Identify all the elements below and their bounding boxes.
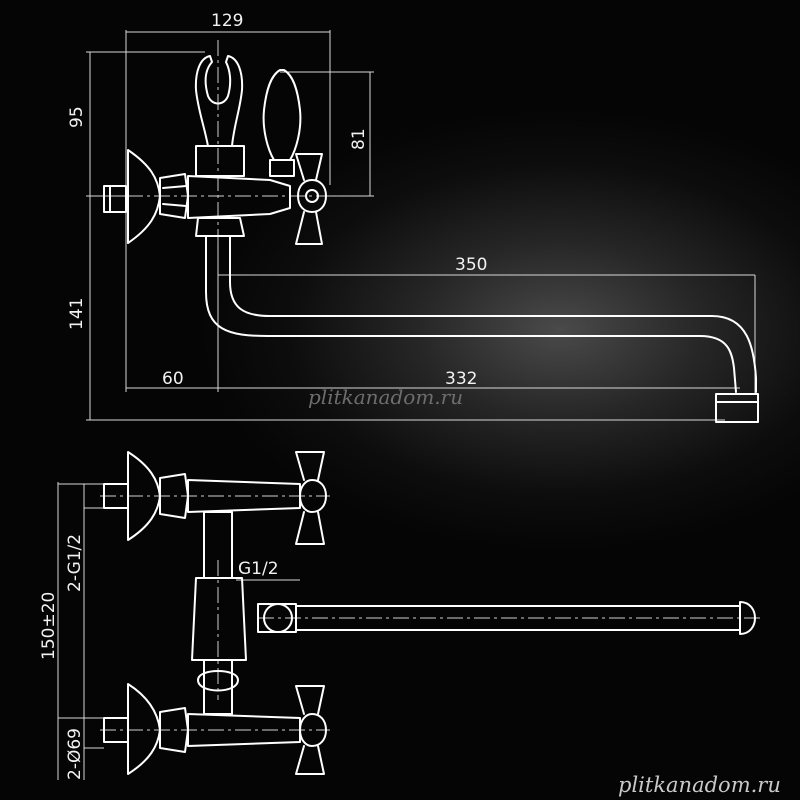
upper-pipe <box>187 479 301 513</box>
vertical-body-center <box>191 577 247 661</box>
dim-332: 332 <box>445 369 477 389</box>
shower-holder <box>194 55 244 147</box>
lever-handle <box>262 69 302 161</box>
watermark-corner: plitkanadom.ru <box>618 773 781 797</box>
lower-hex-nut <box>159 707 189 753</box>
mixer-body <box>187 175 291 219</box>
dim-141: 141 <box>67 298 87 330</box>
inlet-nut <box>103 185 127 213</box>
lower-pipe <box>187 713 301 747</box>
vertical-body-lower <box>203 659 233 715</box>
dim-350: 350 <box>455 255 487 275</box>
upper-hex-nut <box>159 473 189 519</box>
cross-handle-arm-bottom <box>295 211 323 245</box>
dim-81: 81 <box>349 128 369 150</box>
dim-129: 129 <box>211 11 243 31</box>
shower-holder-top <box>197 670 239 692</box>
cross-handle-arm-top <box>295 153 323 181</box>
dim-2-d69: 2-Ø69 <box>65 728 85 780</box>
cross-handle-hub <box>297 179 327 213</box>
spout-arm <box>295 605 741 631</box>
spout-inner <box>229 235 757 393</box>
dim-g12: G1/2 <box>238 559 279 579</box>
dim-150: 150±20 <box>39 592 59 660</box>
spout-aerator <box>715 393 759 423</box>
spout-outer <box>205 235 737 393</box>
side-view: 129 95 81 141 350 60 332 plitkanadom.ru <box>67 11 759 423</box>
lower-collar <box>195 217 245 237</box>
hex-nut <box>159 173 189 219</box>
watermark-center: plitkanadom.ru <box>308 385 463 409</box>
top-view: 2-G1/2 150±20 2-Ø69 G1/2 plitkanadom.ru <box>39 451 781 797</box>
dim-60: 60 <box>162 369 184 389</box>
upper-collar <box>195 145 245 177</box>
spout-tip <box>739 601 756 635</box>
dim-95: 95 <box>67 106 87 128</box>
lower-escutcheon <box>127 683 161 775</box>
lower-cross-hub <box>299 713 327 747</box>
dim-2-g12: 2-G1/2 <box>65 534 85 592</box>
upper-cross-hub <box>299 479 327 513</box>
